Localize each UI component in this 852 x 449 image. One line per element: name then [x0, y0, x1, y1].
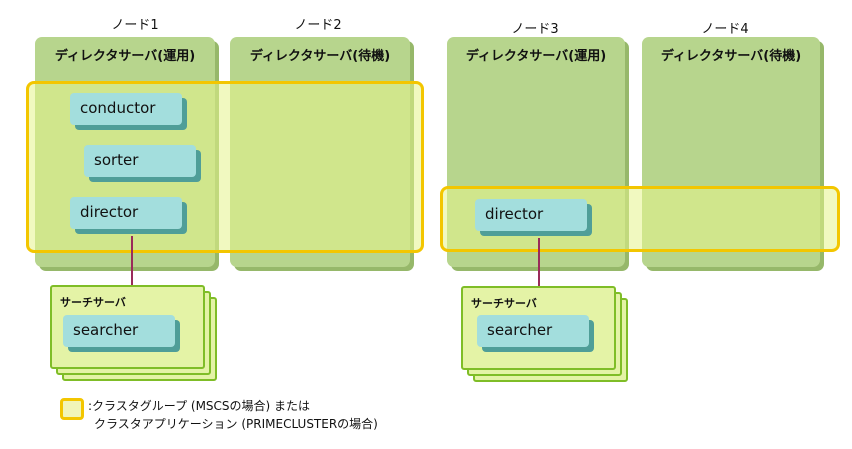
server-label: ディレクタサーバ(待機)	[660, 49, 802, 64]
server-label: ディレクタサーバ(運用)	[54, 49, 196, 64]
node-label-1: ノード1	[111, 18, 159, 33]
conductor-process: conductor	[70, 93, 182, 125]
node-label-2: ノード2	[294, 18, 342, 33]
search-server-title: サーチサーバ	[60, 296, 126, 309]
director-process: director	[70, 197, 182, 229]
server-label: ディレクタサーバ(運用)	[465, 49, 607, 64]
director-process: director	[475, 199, 587, 231]
legend-line-1: :クラスタグループ (MSCSの場合) または	[88, 399, 311, 413]
sorter-process: sorter	[84, 145, 196, 177]
server-label: ディレクタサーバ(待機)	[249, 49, 391, 64]
node-label-4: ノード4	[701, 22, 749, 37]
searcher-process: searcher	[63, 315, 175, 347]
legend-cluster-swatch	[60, 398, 84, 420]
search-server-title: サーチサーバ	[471, 297, 537, 310]
searcher-process: searcher	[477, 315, 589, 347]
connector-line	[538, 238, 540, 288]
legend-line-2: クラスタアプリケーション (PRIMECLUSTERの場合)	[94, 417, 378, 431]
node-label-3: ノード3	[511, 22, 559, 37]
connector-line	[131, 236, 133, 286]
